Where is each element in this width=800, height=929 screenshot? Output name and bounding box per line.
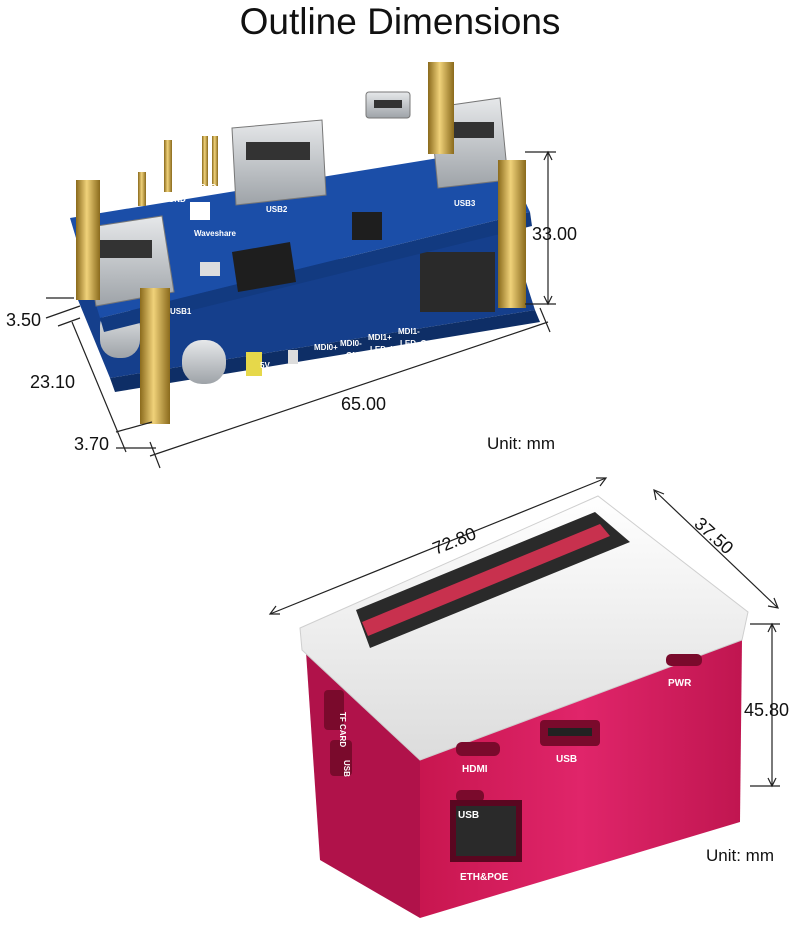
pwr-led [288, 350, 298, 364]
brand-label: Waveshare [194, 229, 237, 238]
dplus-pin [212, 136, 218, 186]
case-height-dim: 45.80 [744, 700, 789, 720]
eth-port [456, 806, 516, 856]
board-depth-dim: 23.10 [30, 372, 75, 392]
d3-label: D3 [362, 139, 373, 148]
case-dimension-lines [268, 477, 780, 788]
board-height-dim: 33.00 [532, 224, 577, 244]
case-usb-a-label: USB [556, 754, 577, 765]
usb2-label: USB2 [266, 205, 288, 214]
side-pin [138, 172, 146, 206]
tf-slot [324, 690, 344, 730]
header-pins [362, 524, 610, 636]
standoff-right-front [498, 160, 526, 308]
side-usb-port [330, 740, 352, 776]
board-offset-top-dim: 3.50 [6, 310, 41, 330]
hdmi-port [456, 742, 500, 756]
v5-label: 5V [260, 361, 270, 370]
pwr-port [666, 654, 702, 666]
usb1-label: USB1 [170, 307, 192, 316]
capacitor-right [182, 340, 226, 384]
usb3-label: USB3 [454, 199, 476, 208]
case-width-dim: 37.50 [690, 513, 737, 558]
usb-a-slot [548, 728, 592, 736]
crystal [200, 262, 220, 276]
usb-c-port [456, 790, 484, 802]
dminus-pin [202, 136, 208, 186]
standoff-left-front [140, 288, 170, 424]
unit-label-top: Unit: mm [487, 434, 555, 453]
pwr-label: PWR [290, 367, 309, 376]
standoff-left-back [76, 180, 100, 300]
unit-label-bottom: Unit: mm [706, 846, 774, 865]
rj45-connector [420, 252, 495, 312]
case-lid [299, 495, 749, 761]
board-dimension-lines [45, 150, 556, 469]
pin-row1-2: MDI1+ [368, 333, 392, 342]
pin-row2-1: GND [346, 351, 364, 360]
standoff-right-back [428, 62, 454, 154]
board-offset-bottom-dim: 3.70 [74, 434, 109, 454]
gnd-label: GND [168, 195, 186, 204]
d2-label: D2 [346, 139, 357, 148]
usb2-connector [231, 119, 327, 206]
d1-label: D1 [330, 138, 341, 147]
case-eth-label: ETH&POE [460, 872, 509, 883]
waveshare-logo-icon [190, 202, 210, 220]
case-usb-c-label: USB [458, 810, 479, 821]
micro-usb-slot [374, 100, 402, 108]
case-pwr-label: PWR [668, 678, 692, 689]
pin-row1-3: MDI1- [398, 327, 420, 336]
pin-row2-2: LED_Y [370, 345, 396, 354]
hat-board: GND D- D+ D1 D2 D3 USB Waveshare USB2 US… [70, 62, 540, 424]
case-side-usb-label: USB [342, 760, 351, 777]
page-title: Outline Dimensions [239, 1, 561, 42]
pin-row2-0: 5V [322, 357, 332, 366]
small-ic [352, 212, 382, 240]
upper-pcb-edge [100, 212, 532, 332]
case: PWR HDMI USB USB ETH&POE TF CARD USB [299, 495, 749, 918]
gnd2-label: GND [264, 373, 282, 382]
dminus-dplus-label: D- D+ [200, 183, 221, 192]
main-ic [232, 242, 296, 292]
case-tf-label: TF CARD [338, 712, 347, 747]
usb1-slot [96, 240, 152, 258]
pin-row2-3: LED_G [400, 339, 427, 348]
jumper-header [246, 352, 262, 376]
usb2-slot [246, 142, 310, 160]
upper-pcb [70, 148, 530, 318]
pin-row1-1: MDI0- [340, 339, 362, 348]
usb-port-label: USB [398, 133, 415, 142]
gnd-pin [164, 140, 172, 192]
case-hdmi-label: HDMI [462, 764, 488, 775]
pin-row1-0: MDI0+ [314, 343, 338, 352]
usb3-slot [442, 122, 494, 138]
board-length-dim: 65.00 [341, 394, 386, 414]
